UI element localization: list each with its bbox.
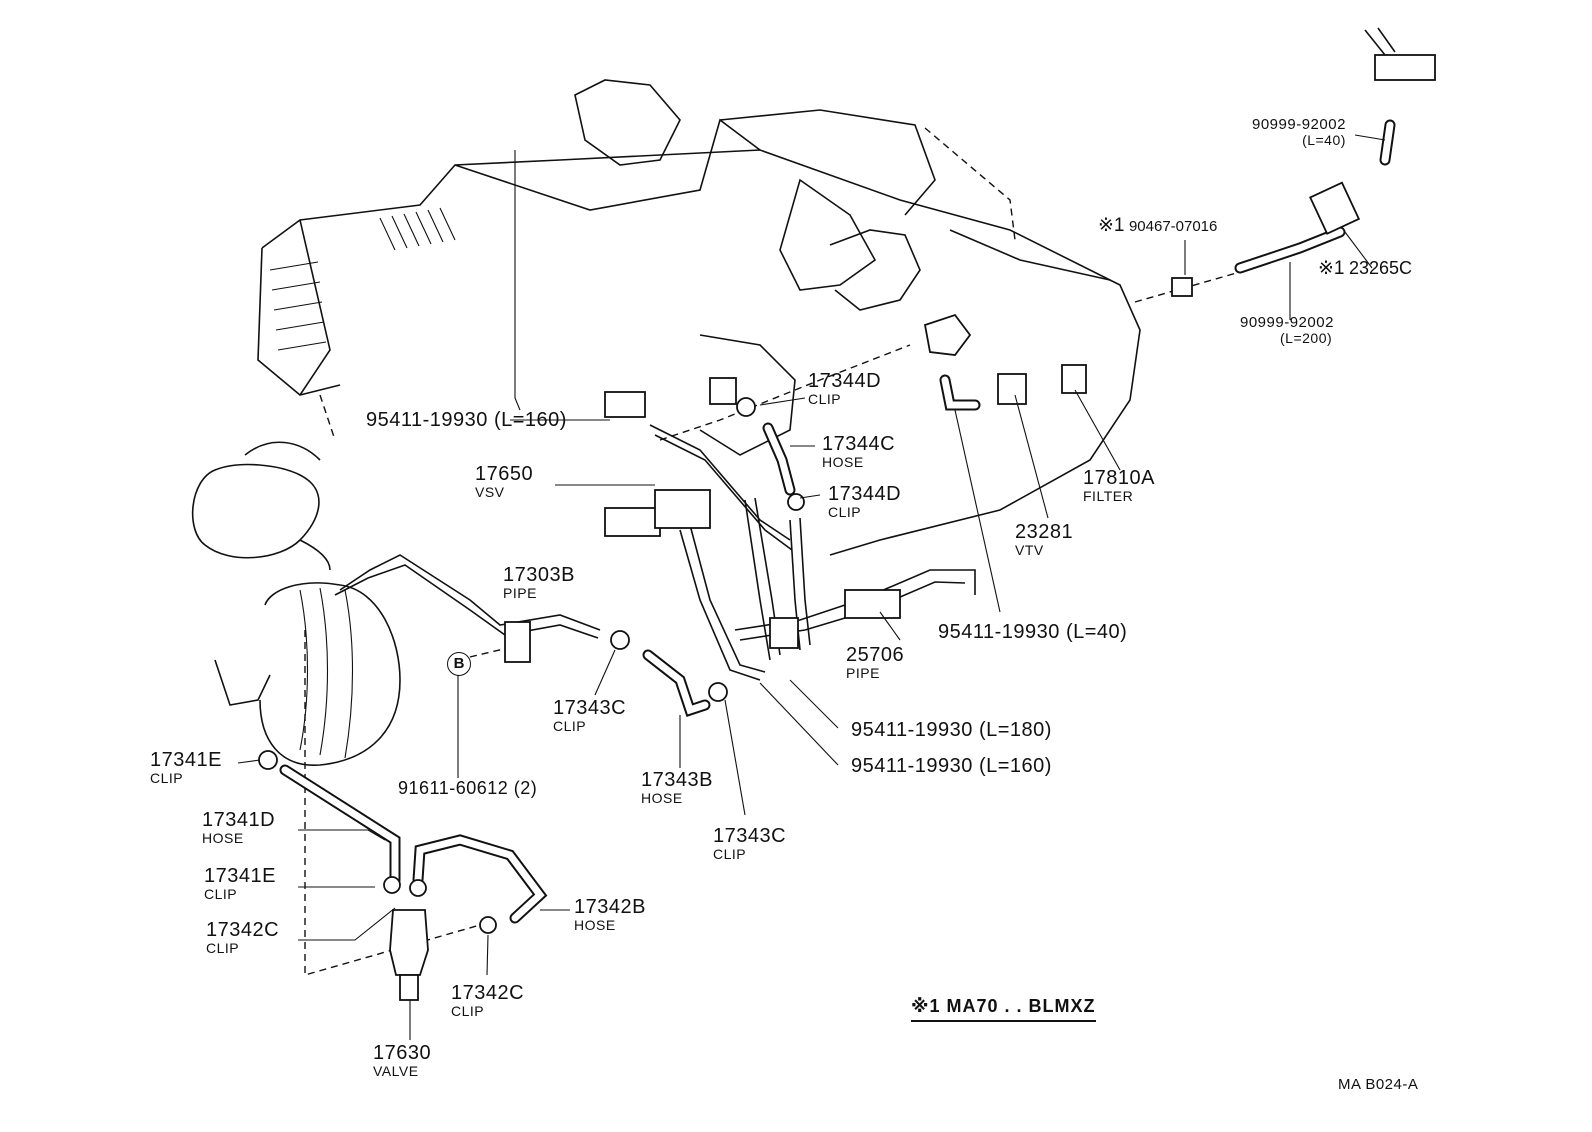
- callout-95411-19930-l160-top: 95411-19930 (L=160): [366, 410, 567, 430]
- callout-17650: 17650 VSV: [475, 464, 533, 499]
- callout-23281: 23281 VTV: [1015, 522, 1073, 557]
- part-name: CLIP: [206, 940, 240, 956]
- callout-17341d: 17341D HOSE: [202, 810, 275, 845]
- applicability-legend: ※1 MA70 . . BLMXZ: [911, 996, 1096, 1022]
- callout-17342b: 17342B HOSE: [574, 897, 646, 932]
- lower-left-drawing: [191, 441, 601, 766]
- part-name: HOSE: [574, 917, 616, 933]
- part-number: 17342B: [574, 896, 646, 918]
- callout-90999-92002-l200: 90999-92002 (L=200): [1240, 315, 1334, 345]
- callout-17343b: 17343B HOSE: [641, 770, 713, 805]
- callout-91611-60612: 91611-60612 (2): [398, 779, 537, 797]
- callout-95411-19930-l180: 95411-19930 (L=180): [851, 720, 1052, 740]
- part-number: 17343C: [713, 825, 787, 847]
- callout-23265c: ※1 23265C: [1318, 259, 1412, 278]
- part-number: 95411-19930 (L=180): [851, 719, 1052, 741]
- part-number: 17303B: [503, 564, 575, 586]
- part-name: VALVE: [373, 1063, 419, 1079]
- callout-17341e-2: 17341E CLIP: [204, 866, 276, 901]
- part-number: 17341E: [150, 749, 222, 771]
- part-name: CLIP: [204, 886, 238, 902]
- part-number: 17343B: [641, 769, 713, 791]
- callout-25706: 25706 PIPE: [846, 645, 904, 680]
- part-number: 17342C: [206, 919, 280, 941]
- part-name: CLIP: [808, 391, 842, 407]
- callout-17303b: 17303B PIPE: [503, 565, 575, 600]
- part-number: 17650: [475, 463, 534, 485]
- part-number: 17341E: [204, 865, 276, 887]
- part-number: 95411-19930 (L=160): [851, 755, 1052, 777]
- callout-95411-19930-l40: 95411-19930 (L=40): [938, 622, 1127, 642]
- part-number: 95411-19930 (L=160): [366, 409, 567, 431]
- part-number: 17341D: [202, 809, 276, 831]
- part-number: 17343C: [553, 697, 627, 719]
- vacuum-pipes: [649, 424, 976, 681]
- part-number: 90467-07016: [1128, 218, 1218, 235]
- drawing-code: MA B024-A: [1338, 1076, 1419, 1093]
- callout-90999-92002-l40: 90999-92002 (L=40): [1252, 117, 1346, 147]
- part-number: 17344C: [822, 433, 896, 455]
- part-number: 23281: [1015, 521, 1074, 543]
- part-number: 17810A: [1083, 467, 1155, 489]
- intake-box-drawing: [257, 79, 1141, 556]
- applicability-mark: ※1: [1098, 215, 1125, 236]
- callout-17810a: 17810A FILTER: [1083, 468, 1155, 503]
- part-number: 17342C: [451, 982, 525, 1004]
- part-name: HOSE: [202, 830, 244, 846]
- part-number: 95411-19930 (L=40): [938, 621, 1128, 643]
- part-name: VTV: [1015, 542, 1044, 558]
- applicability-mark: ※1: [1318, 258, 1345, 279]
- part-name: VSV: [475, 484, 505, 500]
- callout-17344c: 17344C HOSE: [822, 434, 895, 469]
- part-number: 17344D: [808, 370, 882, 392]
- part-name: CLIP: [150, 770, 184, 786]
- part-name: (L=40): [1302, 132, 1346, 148]
- parts: [258, 27, 1436, 1001]
- callout-95411-19930-l160-bottom: 95411-19930 (L=160): [851, 756, 1052, 776]
- callout-leaders: [237, 134, 1386, 1040]
- part-number: 17344D: [828, 483, 902, 505]
- part-name: CLIP: [713, 846, 747, 862]
- callout-17341e-1: 17341E CLIP: [150, 750, 222, 785]
- callout-17342c-2: 17342C CLIP: [451, 983, 524, 1018]
- part-name: PIPE: [846, 665, 880, 681]
- part-name: PIPE: [503, 585, 537, 601]
- part-name: HOSE: [822, 454, 864, 470]
- part-name: CLIP: [828, 504, 862, 520]
- callout-17342c-1: 17342C CLIP: [206, 920, 279, 955]
- part-name: (L=200): [1280, 330, 1333, 346]
- callout-90467-07016: ※1 90467-07016: [1098, 216, 1217, 235]
- callout-17343c-2: 17343C CLIP: [713, 826, 786, 861]
- callout-17344d-2: 17344D CLIP: [828, 484, 901, 519]
- callout-17343c-1: 17343C CLIP: [553, 698, 626, 733]
- callout-17630: 17630 VALVE: [373, 1043, 431, 1078]
- callout-17344d-1: 17344D CLIP: [808, 371, 881, 406]
- part-name: CLIP: [553, 718, 587, 734]
- part-number: 23265C: [1348, 258, 1413, 278]
- part-name: HOSE: [641, 790, 683, 806]
- part-name: CLIP: [451, 1003, 485, 1019]
- hoses: [279, 119, 1396, 924]
- reference-bubble-b: B: [447, 652, 471, 676]
- part-number: 17630: [373, 1042, 432, 1064]
- part-number: 90999-92002: [1240, 314, 1334, 331]
- part-number: 91611-60612 (2): [398, 778, 538, 798]
- part-name: FILTER: [1083, 488, 1134, 504]
- part-number: 90999-92002: [1252, 116, 1346, 133]
- part-number: 25706: [846, 644, 905, 666]
